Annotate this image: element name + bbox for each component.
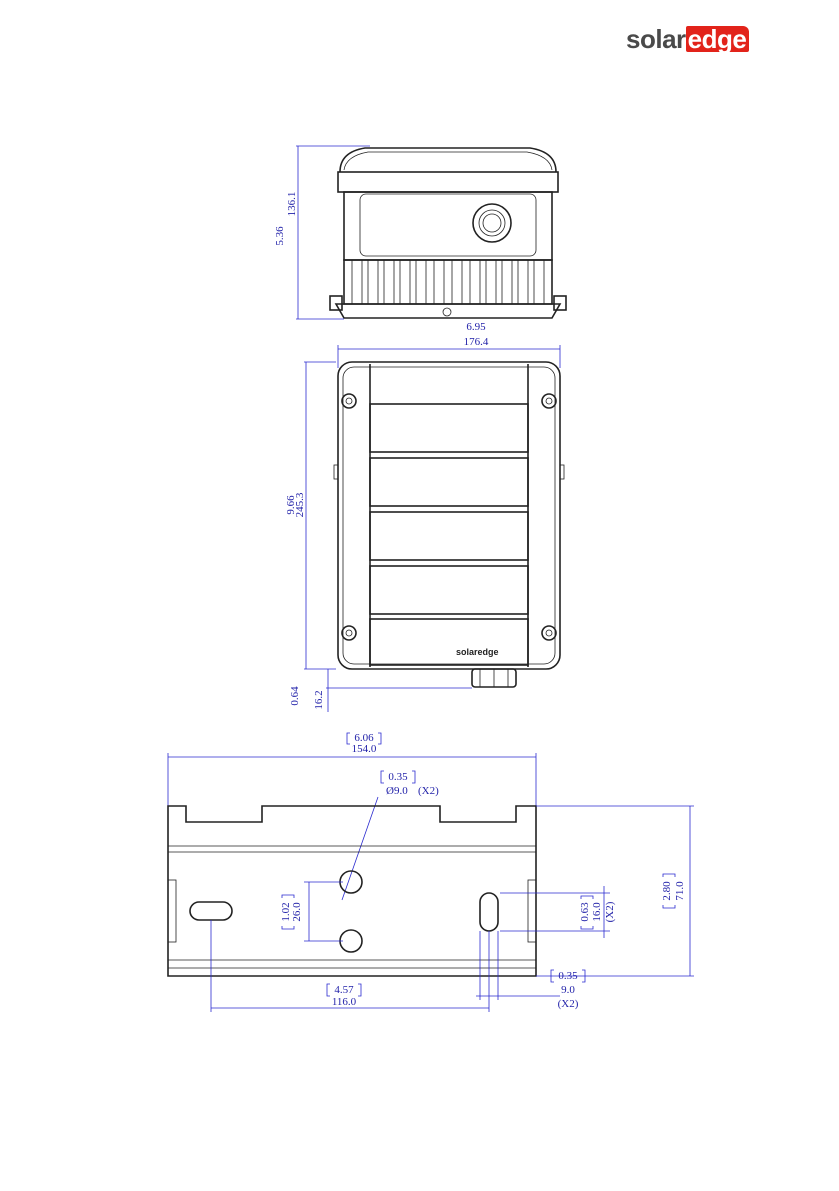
gland-mm: 16.2 (313, 690, 325, 709)
top-height-mm: 136.1 (286, 192, 298, 217)
hole-spacing-mm: 26.0 (291, 902, 303, 922)
front-view-drawing (334, 362, 564, 687)
slot-width-in: 0.35 (558, 970, 578, 982)
top-view-drawing (330, 148, 566, 318)
slot-width-qty: (X2) (558, 998, 579, 1010)
gland-in: 0.64 (289, 686, 301, 706)
bracket-width-mm: 154.0 (352, 743, 377, 755)
bracket-drawing (168, 806, 536, 976)
top-width-mm: 176.4 (464, 336, 489, 348)
top-width-in: 6.95 (466, 321, 486, 333)
hole-qty: (X2) (418, 785, 439, 797)
hole-dia-mm: Ø9.0 (386, 785, 408, 797)
top-height-in: 5.36 (274, 226, 286, 246)
slot-width-mm: 9.0 (561, 984, 575, 996)
bracket-height-mm: 71.0 (674, 881, 686, 901)
hole-dia-in: 0.35 (388, 771, 408, 783)
base-width-in: 4.57 (334, 984, 354, 996)
front-height-mm: 245.3 (294, 492, 306, 517)
slot-length-in: 0.63 (579, 902, 591, 922)
base-width-mm: 116.0 (332, 996, 357, 1008)
slot-length-qty: (X2) (604, 901, 616, 922)
bracket-height-in: 2.80 (661, 881, 673, 901)
device-brand-label: solaredge (456, 647, 499, 657)
slot-length-mm: 16.0 (591, 902, 603, 922)
